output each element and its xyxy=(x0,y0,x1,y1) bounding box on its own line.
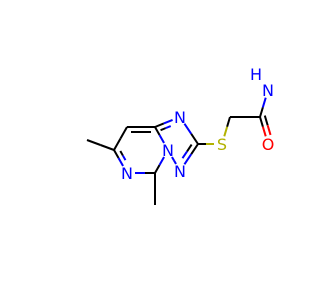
bond-n1-c2-half-a xyxy=(183,123,193,135)
bond-c7-n6-half-a xyxy=(113,149,120,159)
bond-n4-c8a-half-a xyxy=(158,134,165,144)
bond-c5-n4-half-b xyxy=(158,156,165,166)
bond-c-o-inner-half-a xyxy=(263,115,269,126)
bond-c2-n3-half-a xyxy=(190,143,199,155)
bond-n1-c2-half-b xyxy=(190,133,199,145)
bond-c7-n6-inner-half-a xyxy=(119,150,124,157)
bond-c-n-amide-half-b xyxy=(261,97,267,108)
bond-c8a-n1-half-b xyxy=(163,119,173,125)
bond-c-o-inner-half-b xyxy=(266,124,272,136)
bond-c8a-n1-inner-half-b xyxy=(165,125,172,130)
atom-label-carbonyl-o: O xyxy=(262,135,275,154)
bond-c7-methyl-half-a xyxy=(100,144,115,151)
atom-label-amide-h: H xyxy=(250,65,262,84)
bond-n3-n4-half-b xyxy=(171,156,175,161)
bond-c8a-n1-inner-half-a xyxy=(160,127,167,132)
bond-c-n-amide-half-a xyxy=(259,107,264,118)
bond-c-o-half-a xyxy=(259,116,264,127)
bond-c2-n3-inner-half-b xyxy=(181,150,188,159)
atom-label-triazole-n-bottom: N xyxy=(174,162,186,181)
atom-label-pyrimidine-n: N xyxy=(121,164,133,183)
bond-c8a-n1-half-a xyxy=(154,122,165,128)
bond-c5-n4-half-a xyxy=(154,164,161,174)
bond-c-o-half-b xyxy=(261,126,267,137)
atom-label-bridge-n: N xyxy=(162,141,174,160)
bond-c2-n3-inner-half-a xyxy=(186,144,193,152)
atom-label-amide-n: N xyxy=(262,81,274,100)
bond-c7-n6-inner-half-b xyxy=(122,155,127,161)
bond-s-ch2-half-b xyxy=(226,116,231,127)
bond-n4-c8a-half-b xyxy=(154,126,161,136)
bond-n3-n4-half-a xyxy=(173,160,177,165)
bond-s-ch2-half-a xyxy=(223,126,229,137)
bond-c2-n3-half-b xyxy=(183,153,193,165)
atom-label-sulfur: S xyxy=(217,135,227,154)
bond-c8-c7-half-a xyxy=(119,126,128,139)
bond-c7-methyl-half-b xyxy=(86,139,101,146)
atom-label-triazole-n-top: N xyxy=(174,108,186,127)
bond-c7-n6-half-b xyxy=(117,157,124,167)
bond-c8-c7-half-b xyxy=(113,138,122,151)
